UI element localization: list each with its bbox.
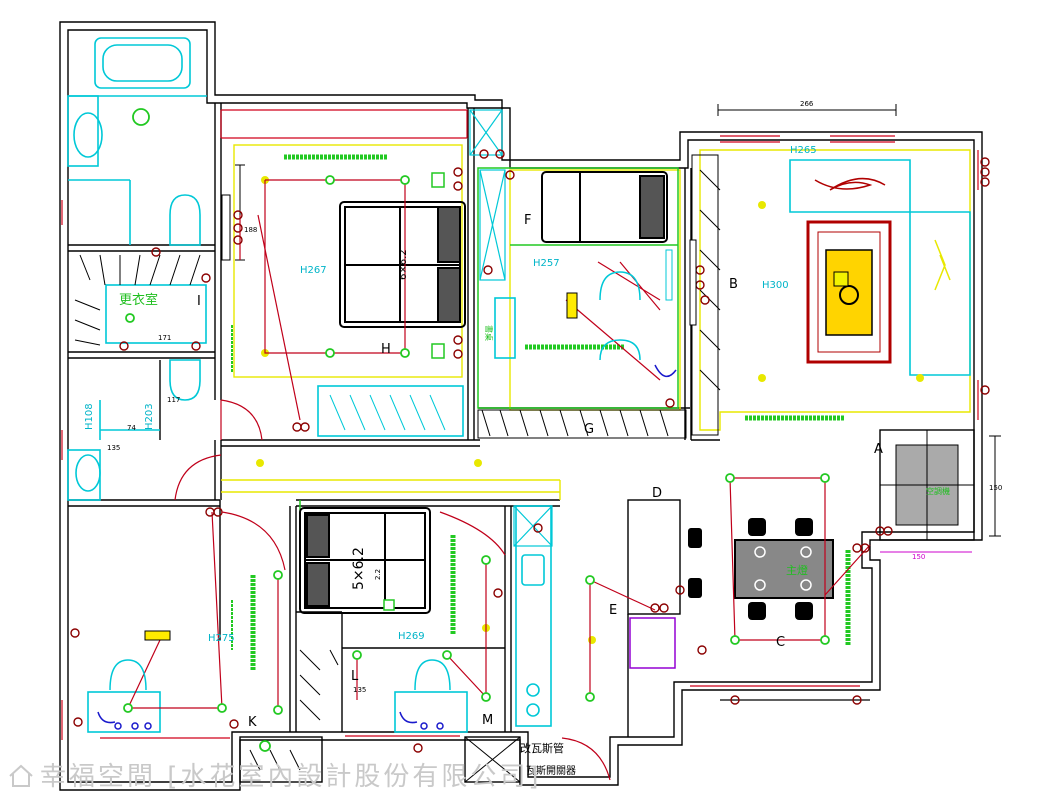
study-lamp (566, 292, 578, 319)
height-study: H257 (533, 258, 560, 269)
living-rug (806, 220, 892, 364)
height-master: H267 (300, 265, 327, 276)
closet-hatch (74, 154, 721, 771)
bed-second (299, 507, 431, 614)
ceiling-lights (256, 176, 924, 644)
height-labels: H267 H257 H300 H265 H275 H269 H108 H203 (84, 145, 817, 644)
room-letter-e: E (609, 603, 617, 618)
height-bedroom-2: H275 (208, 633, 235, 644)
dim-117: 117 (167, 396, 180, 404)
interior-walls (68, 103, 975, 783)
study-shelf-2 (665, 249, 673, 301)
house-logo-icon (9, 764, 33, 787)
room-letter-h: H (381, 342, 391, 357)
wardrobe-hatch (329, 394, 446, 431)
light-points (123, 108, 830, 752)
bedroom-lamp (144, 630, 171, 641)
walk-in-closet-label: 更衣室 (119, 292, 158, 308)
dimension-lines (235, 104, 1001, 553)
led-strip-green-thin (299, 167, 679, 520)
led-strips (231, 154, 851, 670)
oven (629, 617, 676, 669)
bed-master (339, 201, 466, 328)
watermark: 幸福空間 [水花室內設計股份有限公司] (8, 756, 542, 793)
room-letter-g: G (584, 422, 594, 437)
fixtures (67, 37, 971, 733)
room-letter-a: A (874, 442, 883, 457)
room-letter-b: B (729, 277, 738, 292)
entry-grid (880, 430, 974, 540)
dining-light-label: 主燈 (786, 563, 808, 577)
blue-accessories (97, 364, 677, 730)
shafts-black (464, 736, 521, 783)
height-living: H300 (762, 280, 789, 291)
watermark-company: [水花室內設計股份有限公司] (167, 762, 542, 792)
room-letter-m: M (482, 713, 493, 728)
watermark-brand: 幸福空間 (40, 762, 157, 792)
dim-135b: 135 (353, 686, 366, 694)
dim-74: 74 (127, 424, 136, 432)
dim-150-horizontal: 150 (912, 553, 925, 561)
height-bath-2: H203 (144, 403, 155, 430)
dining-table (688, 518, 834, 620)
ac-fan-label: 空調機 (926, 486, 950, 496)
room-letter-k: K (248, 715, 257, 730)
dim-135: 135 (107, 444, 120, 452)
dim-188: 188 (244, 226, 257, 234)
living-decor (814, 177, 886, 191)
room-letter-i: I (197, 294, 201, 309)
room-letters: A B C D E F G H I K L M (197, 213, 883, 730)
room-letter-l: L (351, 669, 359, 684)
exterior-walls (59, 21, 983, 791)
bed-label-second: 5×6.2 (351, 547, 367, 590)
bed-label-master: 6×6.2 (398, 249, 409, 280)
height-bedroom-3: H269 (398, 631, 425, 642)
room-letter-f: F (524, 213, 531, 228)
dim-266: 266 (800, 100, 814, 108)
gas-note: 改瓦斯管 (520, 741, 564, 755)
desk-chairs (109, 271, 641, 691)
shafts (469, 109, 553, 547)
ceiling-outlines (221, 144, 971, 500)
bed-label-second-sub: 2.2 (374, 569, 382, 580)
study-shelf (689, 239, 697, 326)
windows (61, 109, 979, 740)
gas-note-2: 瓦斯開關器 (526, 764, 576, 777)
dimension-labels: 266 150 150 171 117 74 135 188 135 (107, 100, 1002, 694)
green-switch-icons (383, 172, 445, 611)
height-living-ceiling: H265 (790, 145, 817, 156)
study-desk-label: 書桌 (484, 325, 494, 341)
height-bath-1: H108 (84, 403, 95, 430)
sofa-cushions (934, 239, 951, 291)
dim-171: 171 (158, 334, 171, 342)
room-letter-c: C (776, 635, 785, 650)
master-mirror (221, 194, 231, 261)
study-sofa (541, 171, 668, 243)
room-letter-d: D (652, 486, 662, 501)
dim-150-vertical: 150 (989, 484, 1002, 492)
door-swings (174, 214, 661, 781)
switches (70, 149, 990, 753)
